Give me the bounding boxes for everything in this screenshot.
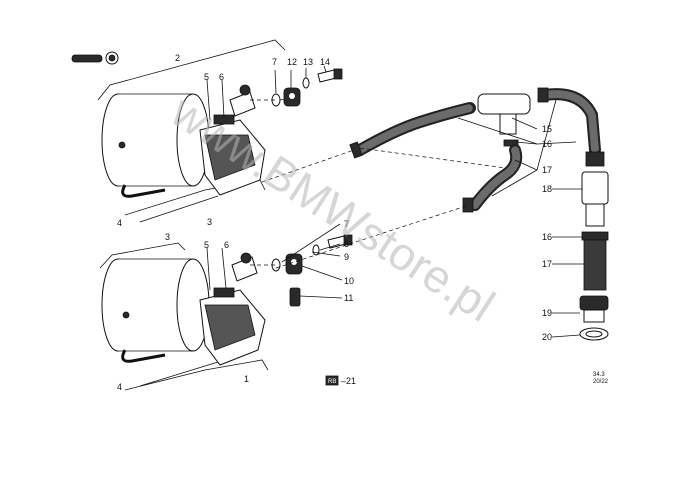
fuel-filter-small <box>289 287 301 307</box>
callout-3-upper: 3 <box>207 217 212 227</box>
callout-9: 9 <box>344 252 349 262</box>
callout-12: 12 <box>287 57 297 67</box>
t-piece-connector <box>477 93 531 135</box>
fuel-pipe-connector <box>579 295 609 323</box>
leader-lines <box>139 65 584 387</box>
callout-4-upper: 4 <box>117 218 122 228</box>
callout-11: 11 <box>344 293 353 303</box>
callout-numbers: 2 5 6 7 12 13 14 4 3 3 5 6 7 8 9 10 11 4… <box>117 53 552 392</box>
callout-15: 15 <box>542 124 552 134</box>
callout-6-upper: 6 <box>219 72 224 82</box>
upper-fuel-pump-assembly <box>97 39 286 216</box>
chain-link-icon <box>71 51 119 65</box>
reference-page: –21 <box>341 376 356 386</box>
callout-1: 1 <box>244 374 249 384</box>
callout-16-lower: 16 <box>542 232 552 242</box>
upper-banjo-fitting <box>283 87 301 107</box>
callout-16-upper: 16 <box>542 139 552 149</box>
callout-7-lower: 7 <box>344 219 349 229</box>
callout-4-lower: 4 <box>117 382 122 392</box>
callout-19: 19 <box>542 308 552 318</box>
lower-banjo-fitting <box>285 253 303 275</box>
callout-7-upper: 7 <box>272 57 277 67</box>
callout-14: 14 <box>320 57 330 67</box>
callout-3-lower: 3 <box>165 232 170 242</box>
watermark: www.BMWstore.pl <box>162 84 504 331</box>
callout-8: 8 <box>344 239 349 249</box>
callout-10: 10 <box>344 276 354 286</box>
callout-17-upper: 17 <box>542 165 552 175</box>
upper-banjo-bolt <box>317 68 343 83</box>
callout-20: 20 <box>542 332 552 342</box>
callout-17-lower: 17 <box>542 259 552 269</box>
callout-5-upper: 5 <box>204 72 209 82</box>
curved-fuel-hose-lower <box>462 144 523 213</box>
callout-6-lower: 6 <box>224 240 229 250</box>
callout-13: 13 <box>303 57 313 67</box>
callout-18: 18 <box>542 184 552 194</box>
sealing-ring <box>579 327 609 341</box>
inline-fuel-filter <box>581 151 609 227</box>
reference-box-label: RB <box>328 379 336 385</box>
drawing-date: 20/22 <box>593 379 609 385</box>
bent-fuel-hose-right <box>537 87 601 156</box>
short-fuel-hose <box>583 239 607 291</box>
reference-marker: RB –21 <box>325 375 356 386</box>
callout-2: 2 <box>175 53 180 63</box>
callout-5-lower: 5 <box>204 240 209 250</box>
hose-clamp-lower <box>581 231 609 241</box>
upper-small-washer <box>302 77 310 89</box>
drawing-code: 34.3 <box>593 372 605 378</box>
curved-fuel-hose-upper <box>349 102 476 159</box>
lower-banjo-bolt <box>327 234 353 249</box>
lower-fuel-pump-assembly <box>99 242 269 391</box>
lower-small-washer <box>312 244 320 256</box>
